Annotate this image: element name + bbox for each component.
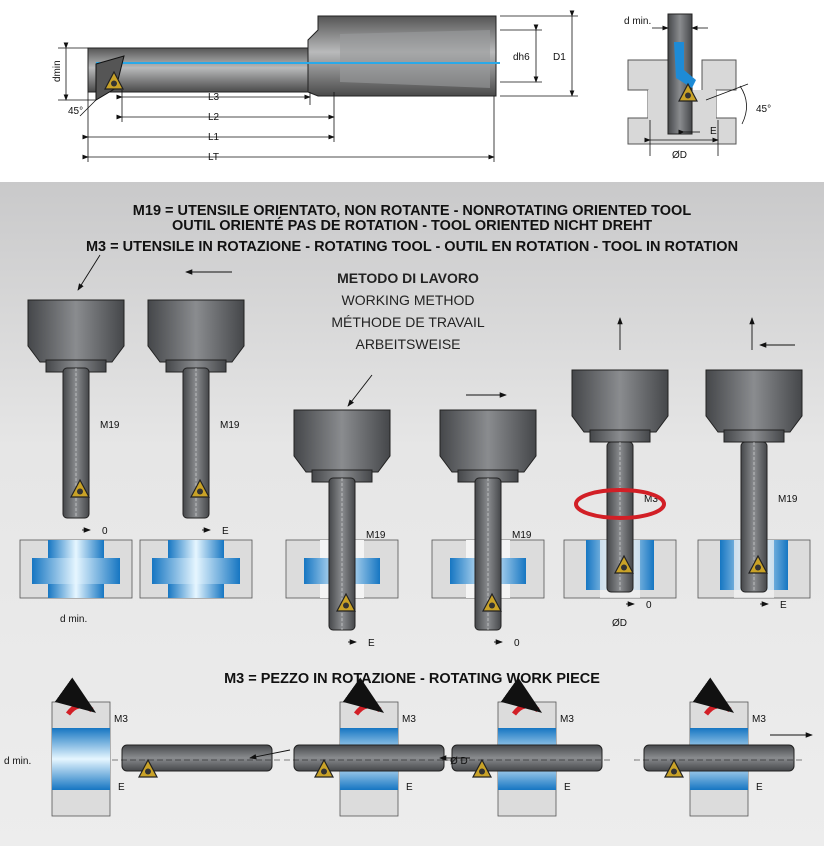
working-method-panel — [0, 182, 824, 846]
dimension-label: E — [368, 638, 375, 649]
heading-m19-line2: OUTIL ORIENTÉ PAS DE ROTATION - TOOL ORI… — [171, 218, 653, 234]
label-D1: D1 — [553, 52, 566, 63]
dimension-label: 0 — [514, 638, 520, 649]
tool-mode-label: M3 — [644, 494, 658, 505]
heading-workpiece-line: M3 = PEZZO IN ROTAZIONE - ROTATING WORK … — [224, 671, 600, 687]
top-dimension-lines — [58, 10, 578, 162]
dimension-label: E — [222, 526, 229, 537]
rotation-arrow-icon — [692, 677, 735, 716]
tool-collar — [589, 429, 651, 443]
rotation-arrow-icon — [54, 677, 97, 716]
top-bore-dimensions — [644, 25, 749, 156]
tool-head — [571, 369, 669, 433]
rotation-arrow-icon — [574, 488, 666, 520]
label-dh6: dh6 — [513, 52, 530, 63]
tool-head — [439, 409, 537, 473]
station-1: M19 0 — [19, 299, 133, 599]
workpiece-mode-label: M3 — [114, 714, 128, 725]
tool-mode-label: M19 — [778, 494, 798, 505]
tool-head — [705, 369, 803, 433]
label-OD-section: ØD — [672, 150, 687, 161]
label-angle-45-top: 45° — [68, 106, 83, 117]
boring-bar — [293, 744, 445, 772]
station-5: M3 0 — [563, 369, 677, 611]
workpiece-mode-label: M3 — [402, 714, 416, 725]
label-L2: L2 — [208, 112, 220, 123]
top-tool-drawing — [87, 15, 500, 101]
boring-bar — [121, 744, 273, 772]
label-dmin-section: d min. — [624, 16, 651, 27]
tool-mode-label: M19 — [366, 530, 386, 541]
dimension-label: E — [780, 600, 787, 611]
motion-arrows: d min. ØD — [60, 254, 795, 629]
tool-head — [147, 299, 245, 363]
heading-m19-line1: M19 = UTENSILE ORIENTATO, NON ROTANTE - … — [132, 203, 692, 219]
boring-bar — [451, 744, 603, 772]
label-OD-station5: ØD — [612, 618, 627, 629]
top-bore-section — [627, 13, 737, 145]
label-dmin-station1: d min. — [60, 614, 87, 625]
feed-arrow-wp1 — [249, 749, 291, 760]
feed-arrow-diagonal — [77, 254, 101, 291]
workpiece-E-label: E — [406, 782, 413, 793]
workpiece-E-label: E — [118, 782, 125, 793]
bore-groove — [152, 558, 240, 584]
boring-bar — [643, 744, 795, 772]
feed-arrow-diagonal-2 — [347, 374, 373, 407]
workpiece-station-4: M3E — [634, 677, 804, 817]
tool-mode-label: M19 — [220, 420, 240, 431]
tool-head — [27, 299, 125, 363]
tool-mode-label: M19 — [512, 530, 532, 541]
workpiece-dim-label: d min. — [4, 756, 31, 767]
rotation-arrow-icon — [500, 677, 543, 716]
method-de: ARBEITSWEISE — [355, 336, 461, 352]
dimension-label: 0 — [102, 526, 108, 537]
tool-collar — [723, 429, 785, 443]
label-E-section: E — [710, 126, 717, 137]
workpiece-E-label: E — [756, 782, 763, 793]
workpiece-mode-label: M3 — [560, 714, 574, 725]
tool-head — [293, 409, 391, 473]
workpiece-station-1: M3 d min. E — [4, 677, 282, 817]
dimension-label: 0 — [646, 600, 652, 611]
label-dmin-top: dmin — [52, 60, 63, 82]
rotation-arrow-icon — [342, 677, 385, 716]
label-angle-45-section: 45° — [756, 104, 771, 115]
label-L1: L1 — [208, 132, 220, 143]
workpiece-E-label: E — [564, 782, 571, 793]
workpiece-dim-label: Ø D — [450, 756, 468, 767]
workpiece-mode-label: M3 — [752, 714, 766, 725]
workpiece-station-3: M3 Ø D E — [442, 677, 612, 817]
workpiece-station-2: M3E — [284, 677, 454, 817]
bore-groove — [32, 558, 120, 584]
method-en: WORKING METHOD — [341, 292, 475, 308]
method-it: METODO DI LAVORO — [337, 270, 479, 286]
label-LT: LT — [208, 152, 219, 163]
rotating-bore — [52, 728, 110, 790]
tool-mode-label: M19 — [100, 420, 120, 431]
method-fr: MÉTHODE DE TRAVAIL — [331, 314, 485, 330]
station-4: M19 0 — [431, 409, 545, 649]
heading-m3-line: M3 = UTENSILE IN ROTAZIONE - ROTATING TO… — [85, 239, 739, 255]
label-L3: L3 — [208, 92, 220, 103]
